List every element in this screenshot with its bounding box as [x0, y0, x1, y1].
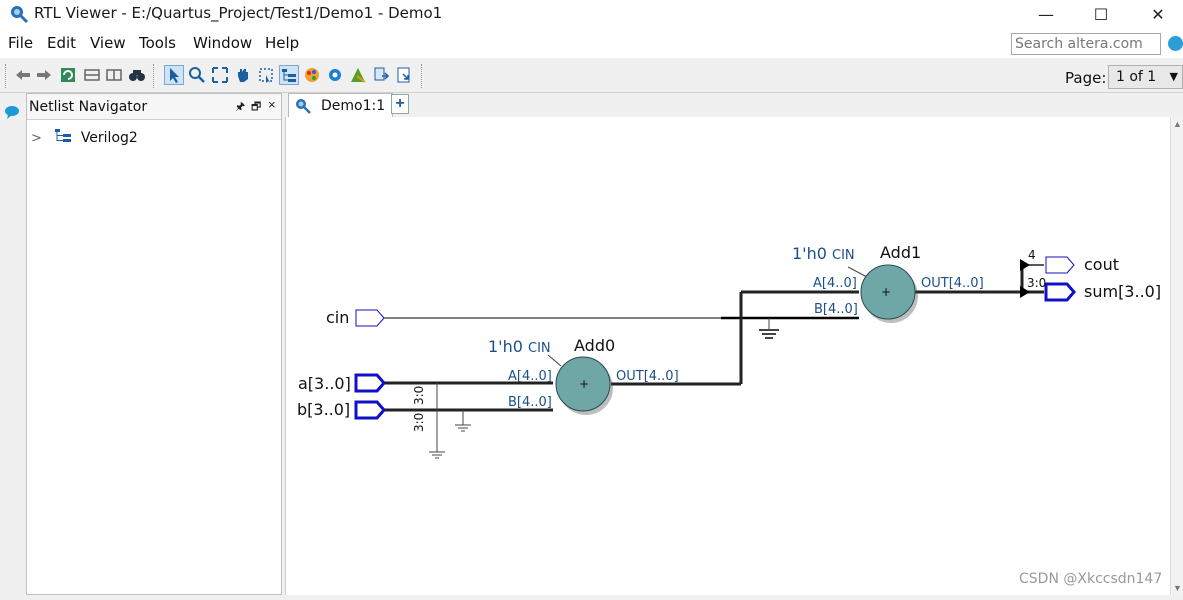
toolbar-separator — [153, 64, 156, 88]
bus-label-cout-bit: 4 — [1028, 248, 1036, 262]
tree-item-verilog2[interactable]: > Verilog2 — [31, 126, 138, 146]
chevron-down-icon: ▼ — [1169, 70, 1178, 83]
float-icon[interactable]: 🗗 — [251, 101, 262, 113]
adder-symbol: + — [579, 377, 589, 391]
watermark: CSDN @Xkccsdn147 — [1019, 571, 1163, 587]
vertical-scrollbar[interactable]: ▲ ▼ — [1170, 117, 1183, 595]
toolbar: Page: 1 of 1 ▼ — [0, 60, 1183, 93]
scroll-down-icon[interactable]: ▼ — [1173, 583, 1182, 593]
area-select-icon[interactable] — [257, 66, 275, 84]
title-bar: RTL Viewer - E:/Quartus_Project/Test1/De… — [0, 0, 1183, 28]
add0-cin-label: CIN — [528, 341, 551, 356]
expander-icon[interactable]: > — [31, 131, 42, 146]
wire-add1-cin — [847, 266, 868, 278]
print-icon[interactable] — [395, 66, 413, 84]
page-select-value: 1 of 1 — [1116, 69, 1157, 85]
navigator-title: Netlist Navigator — [29, 99, 148, 115]
input-port-cin[interactable]: cin — [326, 308, 385, 327]
globe-icon[interactable] — [1168, 36, 1183, 51]
menu-help[interactable]: Help — [265, 34, 300, 52]
page-label: Page: — [1065, 69, 1107, 87]
color-icon[interactable] — [303, 66, 321, 84]
tab-label: Demo1:1 — [321, 98, 386, 114]
output-port-cout[interactable]: cout — [1045, 255, 1119, 274]
navigator-header: Netlist Navigator 🖈 🗗 × — [27, 94, 281, 120]
schematic-canvas[interactable]: cin a[3..0] b[3..0] cout sum[3..0] 3:0 3… — [285, 117, 1170, 595]
expand-icon[interactable] — [105, 66, 123, 84]
adder-add1[interactable]: + Add1 1'h0 CIN A[4..0] B[4..0] OUT[4..0… — [792, 243, 984, 323]
netlist-navigator-panel: Netlist Navigator 🖈 🗗 × > Verilog2 — [26, 93, 282, 595]
tree-item-label: Verilog2 — [80, 130, 138, 146]
minimize-button[interactable]: — — [1038, 4, 1054, 24]
adder-add0[interactable]: + Add0 1'h0 CIN A[4..0] B[4..0] OUT[4..0… — [488, 336, 679, 415]
output-port-sum[interactable]: sum[3..0] — [1044, 282, 1161, 302]
wires — [384, 259, 1044, 459]
port-label-cin: cin — [326, 308, 349, 327]
add1-a-label: A[4..0] — [813, 276, 857, 291]
refresh-icon[interactable] — [59, 66, 77, 84]
port-label-sum: sum[3..0] — [1084, 282, 1161, 301]
rtl-viewer-app-icon — [11, 6, 29, 24]
port-label-cout: cout — [1084, 255, 1119, 274]
toolbar-grip — [5, 64, 8, 88]
page-select[interactable]: 1 of 1 ▼ — [1108, 65, 1183, 89]
menu-edit[interactable]: Edit — [47, 34, 77, 52]
fit-icon[interactable] — [211, 66, 229, 84]
schematic-svg[interactable]: cin a[3..0] b[3..0] cout sum[3..0] 3:0 3… — [286, 117, 1170, 595]
maximize-button[interactable]: ☐ — [1093, 4, 1109, 24]
add1-constant: 1'h0 — [792, 244, 827, 263]
add1-cin-label: CIN — [832, 248, 855, 263]
adder-symbol: + — [881, 285, 891, 299]
wire-add0-cin — [547, 354, 562, 367]
toolbar-separator — [421, 64, 424, 88]
menu-tools[interactable]: Tools — [139, 34, 176, 52]
export-icon[interactable] — [372, 66, 390, 84]
menu-file[interactable]: File — [8, 34, 34, 52]
add0-b-label: B[4..0] — [508, 395, 552, 410]
zoom-icon[interactable] — [188, 66, 206, 84]
close-window-button[interactable]: ✕ — [1151, 4, 1165, 24]
forward-icon[interactable] — [35, 66, 53, 84]
menu-window[interactable]: Window — [193, 34, 253, 52]
add0-constant: 1'h0 — [488, 337, 523, 356]
add1-out-label: OUT[4..0] — [921, 276, 984, 291]
filter-icon[interactable] — [349, 66, 367, 84]
add0-out-label: OUT[4..0] — [616, 369, 679, 384]
find-icon[interactable] — [128, 66, 146, 84]
pin-icon[interactable]: 🖈 — [235, 101, 246, 113]
netlist-icon[interactable] — [279, 65, 299, 85]
bus-label-b: 3:0 — [412, 386, 426, 405]
back-icon[interactable] — [14, 66, 32, 84]
left-strip — [0, 93, 24, 595]
tab-bar: Demo1:1 + — [285, 93, 1183, 117]
settings-icon[interactable] — [326, 66, 344, 84]
add1-name: Add1 — [880, 243, 921, 262]
add0-name: Add0 — [574, 336, 615, 355]
message-icon[interactable] — [4, 105, 20, 119]
collapse-icon[interactable] — [83, 66, 101, 84]
window-title: RTL Viewer - E:/Quartus_Project/Test1/De… — [34, 4, 443, 22]
select-icon[interactable] — [164, 65, 184, 85]
port-label-b: b[3..0] — [297, 400, 350, 419]
tab-demo1[interactable]: Demo1:1 — [288, 93, 393, 117]
port-label-a: a[3..0] — [298, 374, 351, 393]
menu-bar: File Edit View Tools Window Help — [0, 28, 1183, 58]
hierarchy-icon — [55, 129, 72, 142]
bus-label-a: 3:0 — [412, 413, 426, 432]
hand-icon[interactable] — [234, 66, 252, 84]
menu-view[interactable]: View — [90, 34, 126, 52]
add0-a-label: A[4..0] — [508, 369, 552, 384]
scroll-up-icon[interactable]: ▲ — [1173, 119, 1182, 129]
bus-label-sum-bits: 3:0 — [1027, 276, 1046, 290]
rtl-viewer-tab-icon — [296, 99, 311, 114]
close-icon[interactable]: × — [268, 97, 276, 112]
add-tab-button[interactable]: + — [391, 94, 409, 114]
input-port-b[interactable]: b[3..0] — [297, 400, 386, 420]
bus-ripper-sum — [1020, 286, 1030, 298]
add1-b-label: B[4..0] — [814, 302, 858, 317]
search-input[interactable]: Search altera.com — [1011, 33, 1161, 55]
input-port-a[interactable]: a[3..0] — [298, 373, 386, 393]
bus-ripper-cout — [1020, 259, 1030, 271]
